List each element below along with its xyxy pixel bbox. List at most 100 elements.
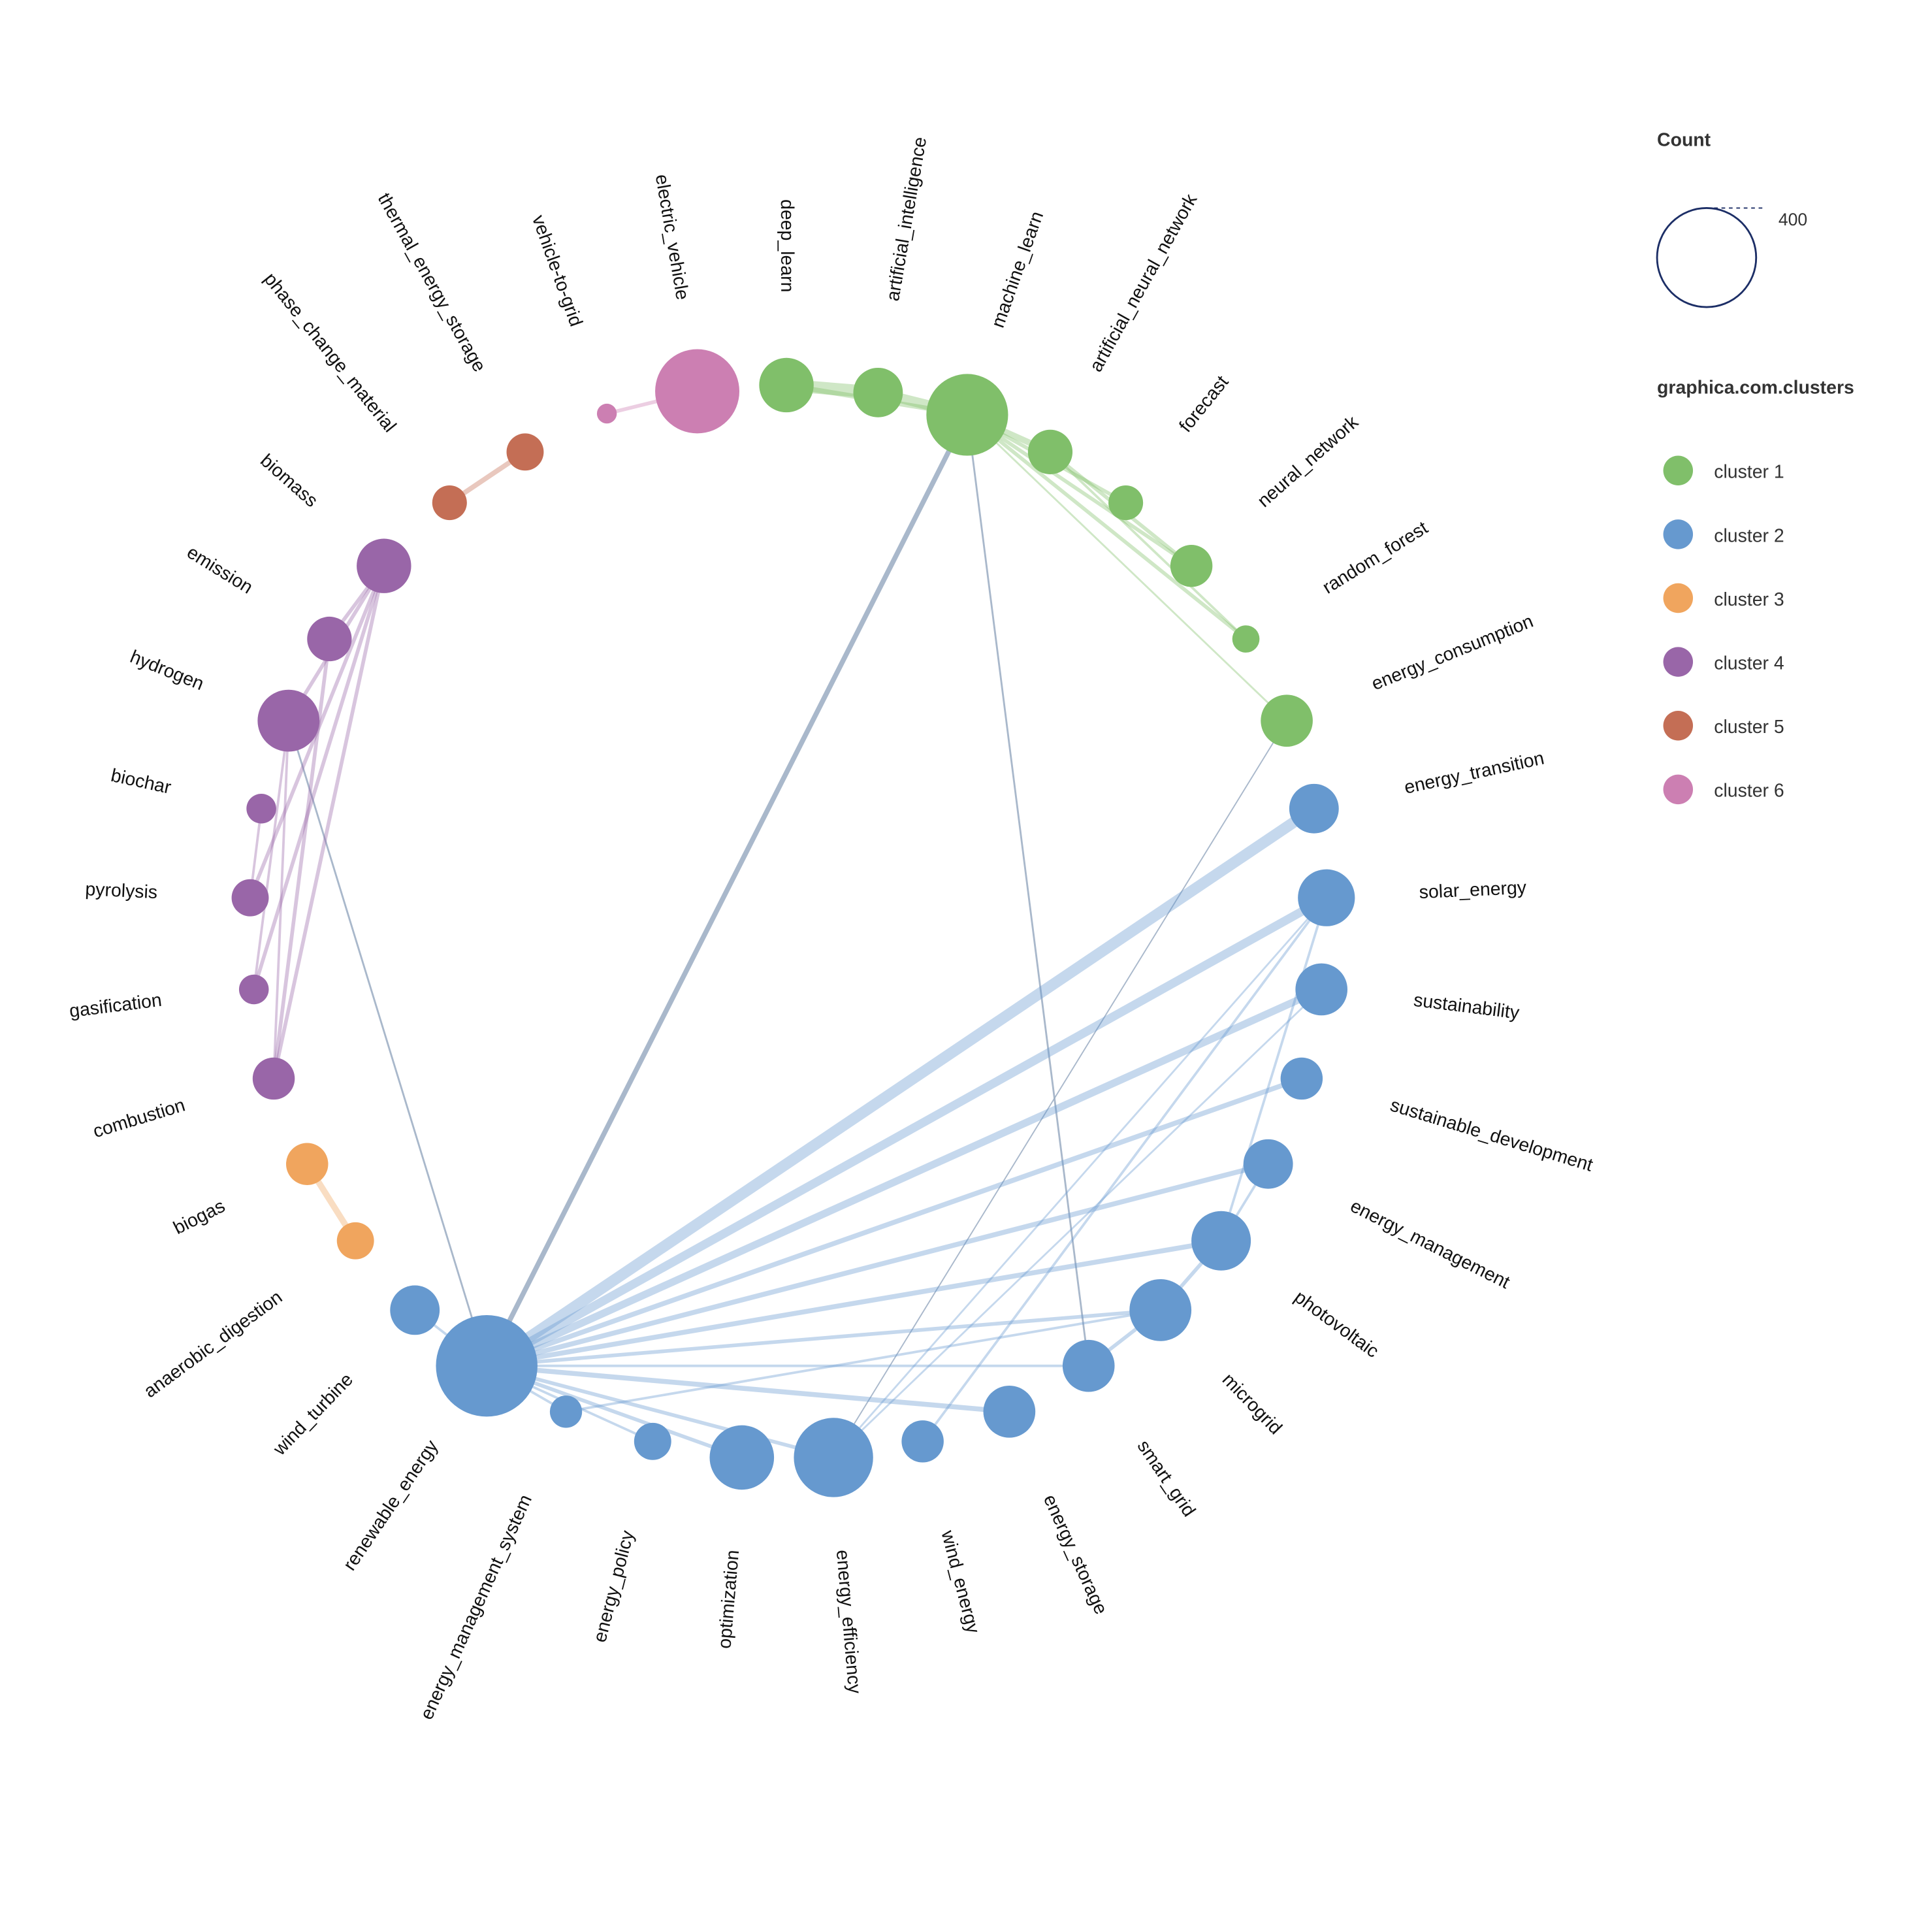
edge-hydrogen-combustion <box>272 719 290 1080</box>
node-energy_efficiency[interactable] <box>794 1418 873 1497</box>
node-energy_management[interactable] <box>1243 1139 1293 1189</box>
node-energy_consumption[interactable] <box>1261 694 1313 747</box>
edge-machine_learn-smart_grid <box>966 414 1090 1367</box>
node-label-smart_grid: smart_grid <box>1133 1437 1200 1521</box>
node-label-artificial_neural_network: artificial_neural_network <box>1086 190 1202 376</box>
node-label-deep_learn: deep_learn <box>777 199 797 292</box>
edge-renewable_energy-energy_management <box>484 1161 1271 1369</box>
node-sustainability[interactable] <box>1295 963 1348 1016</box>
node-anaerobic_digestion[interactable] <box>336 1222 374 1260</box>
node-label-artificial_intelligence: artificial_intelligence <box>882 135 931 302</box>
edge-renewable_energy-solar_energy <box>482 893 1331 1371</box>
edge-energy_consumption-energy_efficiency <box>833 720 1288 1458</box>
node-label-photovoltaic: photovoltaic <box>1291 1286 1383 1362</box>
node-biochar[interactable] <box>246 793 276 824</box>
node-energy_management_system[interactable] <box>549 1395 583 1428</box>
edge-renewable_energy-energy_transition <box>481 803 1320 1372</box>
node-deep_learn[interactable] <box>759 357 814 413</box>
node-machine_learn[interactable] <box>926 374 1008 456</box>
node-forecast[interactable] <box>1108 485 1144 521</box>
node-label-biomass: biomass <box>256 450 321 512</box>
node-wind_energy[interactable] <box>901 1420 944 1463</box>
node-emission[interactable] <box>307 616 352 662</box>
legend-size-title: Count <box>1657 130 1711 151</box>
edge-renewable_energy-energy_storage <box>484 1363 1012 1414</box>
legend: Count 400 graphica.com.clusters cluster … <box>1656 130 1854 805</box>
node-renewable_energy[interactable] <box>436 1314 538 1417</box>
node-biomass[interactable] <box>357 538 411 593</box>
legend-label-cluster-2: cluster 2 <box>1714 525 1784 546</box>
edge-renewable_energy-sustainable_development <box>484 1076 1304 1369</box>
node-photovoltaic[interactable] <box>1191 1211 1251 1271</box>
node-label-neural_network: neural_network <box>1253 412 1362 512</box>
edge-renewable_energy-photovoltaic <box>484 1238 1224 1369</box>
node-gasification[interactable] <box>238 974 269 1005</box>
node-hydrogen[interactable] <box>257 689 320 752</box>
node-label-hydrogen: hydrogen <box>127 646 207 694</box>
edge-machine_learn-neural_network <box>965 413 1193 568</box>
node-label-phase_change_material: phase_change_material <box>260 269 400 436</box>
edge-hydrogen-renewable_energy <box>287 719 488 1367</box>
legend-color-title: graphica.com.clusters <box>1657 378 1854 399</box>
edge-renewable_energy-sustainability <box>483 985 1325 1370</box>
node-label-energy_policy: energy_policy <box>589 1528 638 1645</box>
edge-machine_learn-renewable_energy <box>484 412 970 1369</box>
node-thermal_energy_storage[interactable] <box>506 433 544 471</box>
node-wind_turbine[interactable] <box>390 1285 440 1335</box>
node-pyrolysis[interactable] <box>231 879 269 917</box>
legend-swatch-cluster-6 <box>1663 774 1694 805</box>
node-microgrid[interactable] <box>1129 1279 1192 1341</box>
node-artificial_intelligence[interactable] <box>853 367 903 417</box>
edge-machine_learn-energy_consumption <box>966 414 1288 722</box>
node-label-combustion: combustion <box>91 1094 187 1142</box>
node-label-energy_management: energy_management <box>1347 1196 1513 1293</box>
node-neural_network[interactable] <box>1170 545 1213 587</box>
legend-size-circle <box>1656 207 1758 308</box>
node-layer <box>231 349 1355 1497</box>
node-label-pyrolysis: pyrolysis <box>85 879 158 903</box>
legend-swatch-cluster-2 <box>1663 519 1694 549</box>
node-solar_energy[interactable] <box>1298 869 1355 926</box>
edge-hydrogen-gasification <box>252 719 290 991</box>
node-energy_storage[interactable] <box>983 1386 1036 1438</box>
edge-renewable_energy-microgrid <box>485 1308 1163 1368</box>
legend-swatch-cluster-3 <box>1663 583 1694 613</box>
edge-machine_learn-random_forest <box>965 413 1248 641</box>
node-label-wind_turbine: wind_turbine <box>269 1369 358 1460</box>
node-electric_vehicle[interactable] <box>655 349 740 434</box>
legend-label-cluster-4: cluster 4 <box>1714 653 1784 674</box>
edge-emission-combustion <box>272 637 332 1081</box>
node-label-electric_vehicle: electric_vehicle <box>651 172 693 301</box>
node-artificial_neural_network[interactable] <box>1027 429 1073 474</box>
node-biogas[interactable] <box>286 1143 329 1185</box>
node-label-gasification: gasification <box>68 990 163 1022</box>
node-energy_policy[interactable] <box>634 1422 671 1460</box>
edge-biomass-gasification <box>251 564 386 992</box>
node-label-sustainability: sustainability <box>1413 990 1521 1024</box>
node-label-energy_efficiency: energy_efficiency <box>832 1549 865 1695</box>
node-label-energy_transition: energy_transition <box>1402 747 1546 798</box>
node-phase_change_material[interactable] <box>432 485 467 521</box>
node-label-machine_learn: machine_learn <box>988 208 1048 330</box>
edge-artificial_neural_network-random_forest <box>1049 450 1248 640</box>
edge-renewable_energy-energy_efficiency <box>485 1363 835 1459</box>
node-random_forest[interactable] <box>1232 625 1260 653</box>
legend-label-cluster-6: cluster 6 <box>1714 781 1784 802</box>
node-combustion[interactable] <box>252 1057 295 1100</box>
node-energy_transition[interactable] <box>1289 783 1339 834</box>
node-label-thermal_energy_storage: thermal_energy_storage <box>374 189 490 376</box>
legend-label-cluster-1: cluster 1 <box>1714 462 1784 483</box>
legend-label-cluster-5: cluster 5 <box>1714 717 1784 738</box>
node-label-forecast: forecast <box>1175 372 1232 436</box>
edge-solar_energy-wind_energy <box>921 896 1328 1443</box>
node-label-wind_energy: wind_energy <box>937 1528 984 1637</box>
node-sustainable_development[interactable] <box>1280 1057 1323 1100</box>
node-smart_grid[interactable] <box>1062 1339 1115 1392</box>
node-optimization[interactable] <box>709 1425 775 1490</box>
legend-swatch-cluster-1 <box>1663 455 1694 486</box>
node-label-energy_consumption: energy_consumption <box>1368 611 1536 694</box>
node-label-random_forest: random_forest <box>1319 517 1432 598</box>
node-vehicle-to-grid[interactable] <box>596 403 617 424</box>
